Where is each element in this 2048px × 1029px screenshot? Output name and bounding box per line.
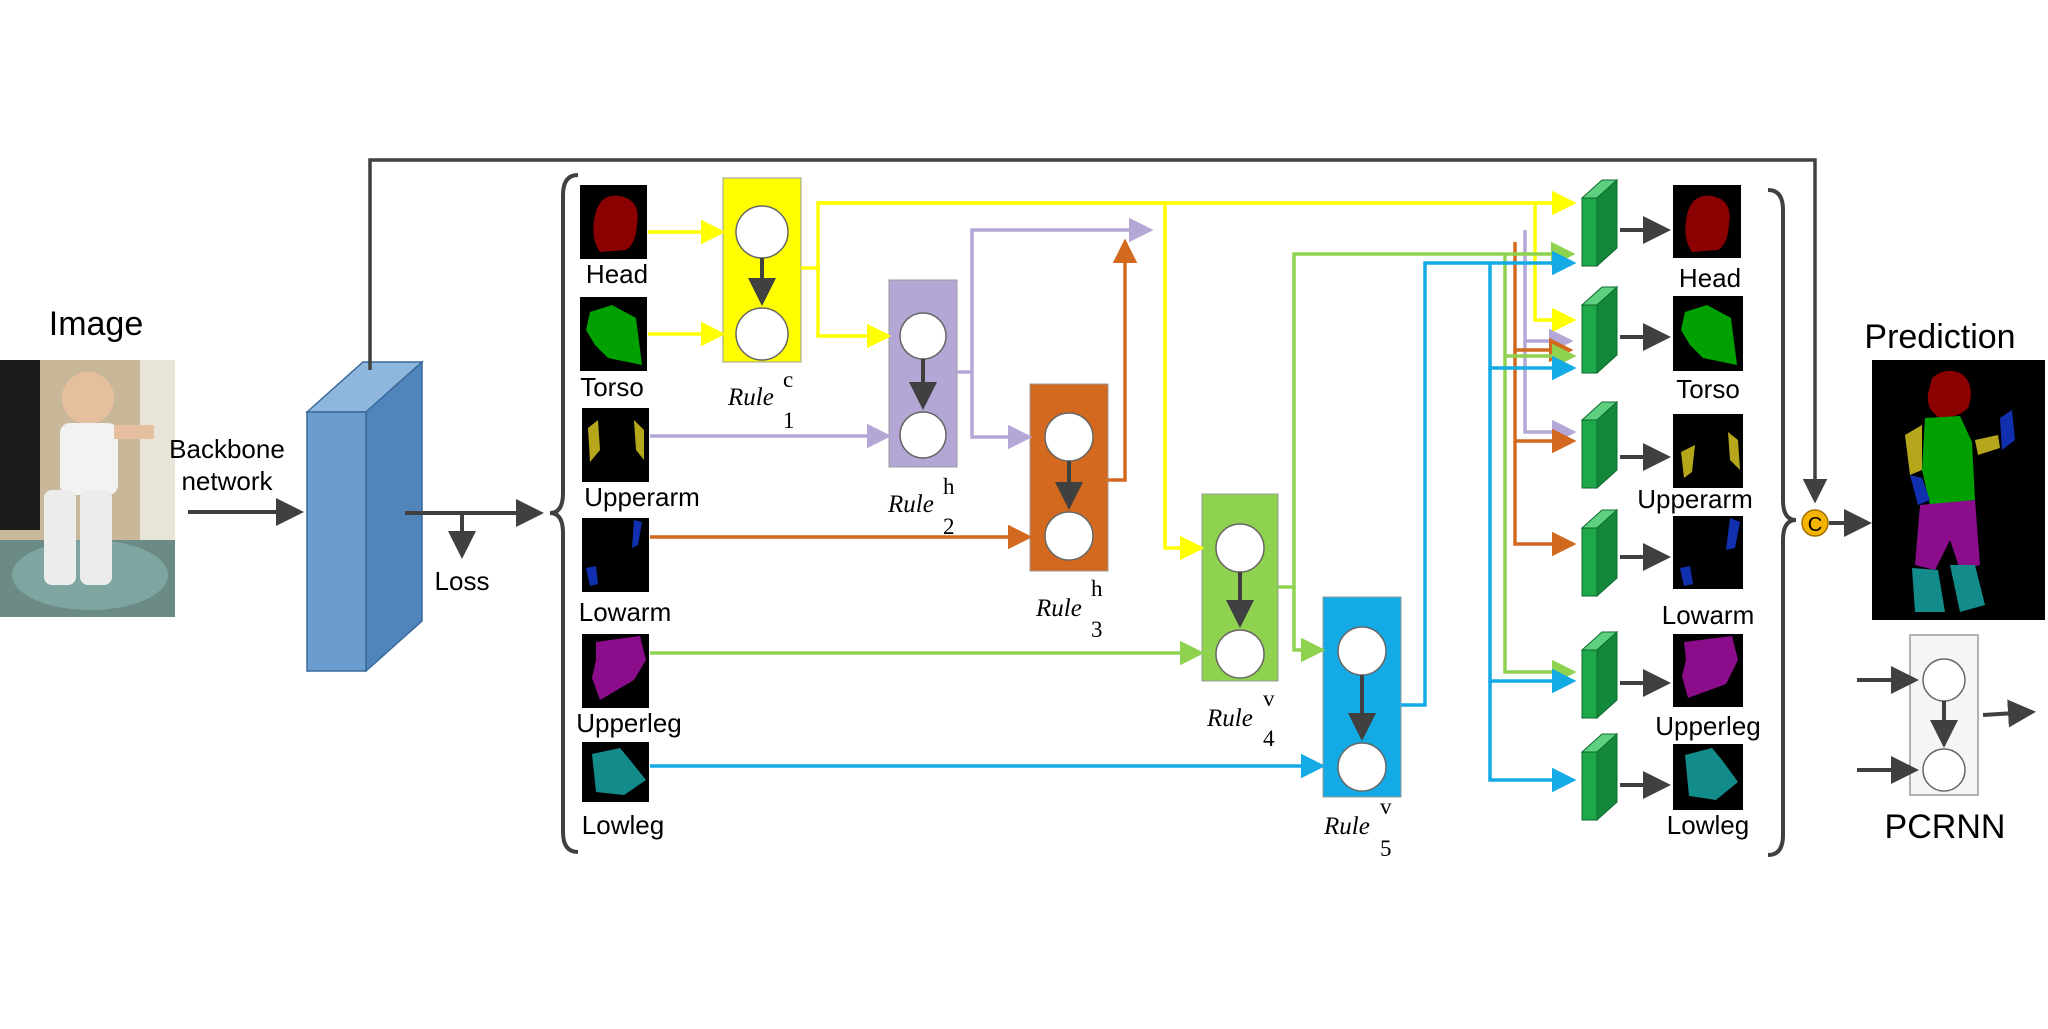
rule-2-label: Rule h 2 [887,474,955,539]
rule-5-to-lowleg-classifier [1488,681,1577,793]
rule-4-to-upperleg-classifier [1503,356,1577,685]
rule-2-node-bottom [899,411,947,459]
rule-5-label: Rule v 5 [1323,794,1392,861]
svg-text:2: 2 [943,514,955,539]
rule-1-node-bottom [735,307,789,361]
svg-text:5: 5 [1380,836,1392,861]
pcrnn-node-top [1922,658,1966,702]
image-title: Image [49,305,144,343]
concat-label: C [1808,514,1822,536]
output-label-lowleg: Lowleg [1667,810,1749,840]
svg-text:4: 4 [1263,726,1275,751]
rule-1-label: Rule c 1 [727,367,795,433]
left-brace [549,173,579,854]
input-masks [580,185,649,802]
output-label-torso: Torso [1676,374,1740,404]
rule-5-to-upperleg-classifier [1488,368,1577,694]
input-label-upperarm: Upperarm [584,482,700,512]
svg-text:h: h [943,474,955,499]
output-label-upperarm: Upperarm [1637,484,1753,514]
input-label-lowleg: Lowleg [582,810,664,840]
svg-text:Rule: Rule [727,384,774,411]
svg-text:1: 1 [783,408,795,433]
rule-3-to-head-classifier [1108,238,1138,482]
input-label-torso: Torso [580,372,644,402]
concat-node [1801,509,1829,537]
rule-5-to-torso-classifier [1488,263,1577,381]
backbone-label-line2: network [181,466,273,496]
rule-2-to-torso-classifier [1523,230,1574,354]
prediction-title: Prediction [1864,318,2015,356]
rule-2-node-top [899,312,947,360]
input-photo [0,360,175,617]
svg-text:Rule: Rule [1323,813,1370,840]
classifier-blocks [1580,178,1619,822]
rule-2-to-rule-3 [970,372,1033,450]
output-label-head: Head [1679,263,1741,293]
rule-1-to-head-classifier [816,190,1577,268]
classifier-output-arrows [1620,216,1671,799]
rule-3-node-bottom [1044,511,1094,561]
rule-4-to-head-classifier [1278,241,1576,589]
input-label-upperleg: Upperleg [576,708,682,738]
svg-text:Rule: Rule [887,491,934,518]
backbone-block [305,360,424,673]
rule-1-node-top [735,205,789,259]
right-brace [1767,188,1797,857]
rule-1-to-rule-4 [818,201,1205,561]
backbone-label-line1: Backbone [169,434,285,464]
pcrnn-node-bottom [1922,748,1966,792]
skip-connection-arrow [368,158,1828,504]
rule-4-to-rule-5 [1292,587,1326,663]
loss-label: Loss [435,566,490,596]
svg-text:Rule: Rule [1035,595,1082,622]
pcrnn-output-arrow [1982,699,2036,728]
svg-text:c: c [783,367,793,392]
prediction-mask [1872,360,2045,620]
svg-text:3: 3 [1091,617,1103,642]
pcrnn-label: PCRNN [1885,808,2006,846]
rule-4-label: Rule v 4 [1206,686,1275,751]
rule-5-to-head-classifier [1401,250,1577,707]
rule-1-to-rule-2 [801,266,892,349]
rule-2-to-head-classifier [957,217,1154,374]
svg-text:v: v [1263,686,1275,711]
rule-3-node-top [1044,412,1094,462]
svg-text:h: h [1091,576,1103,601]
output-label-upperleg: Upperleg [1655,711,1761,741]
svg-text:Rule: Rule [1206,705,1253,732]
rule-5-node-bottom [1337,742,1387,792]
rule-4-node-bottom [1215,629,1265,679]
output-label-lowarm: Lowarm [1662,600,1754,630]
rule-3-to-lowarm-classifier [1513,441,1577,557]
rule-5-node-top [1337,626,1387,676]
svg-text:v: v [1380,794,1392,819]
input-label-head: Head [586,259,648,289]
input-label-lowarm: Lowarm [579,597,671,627]
output-masks [1673,185,1743,810]
rule-3-label: Rule h 3 [1035,576,1103,642]
rule-1-to-torso-classifier [1533,203,1577,333]
rule-4-node-top [1215,523,1265,573]
